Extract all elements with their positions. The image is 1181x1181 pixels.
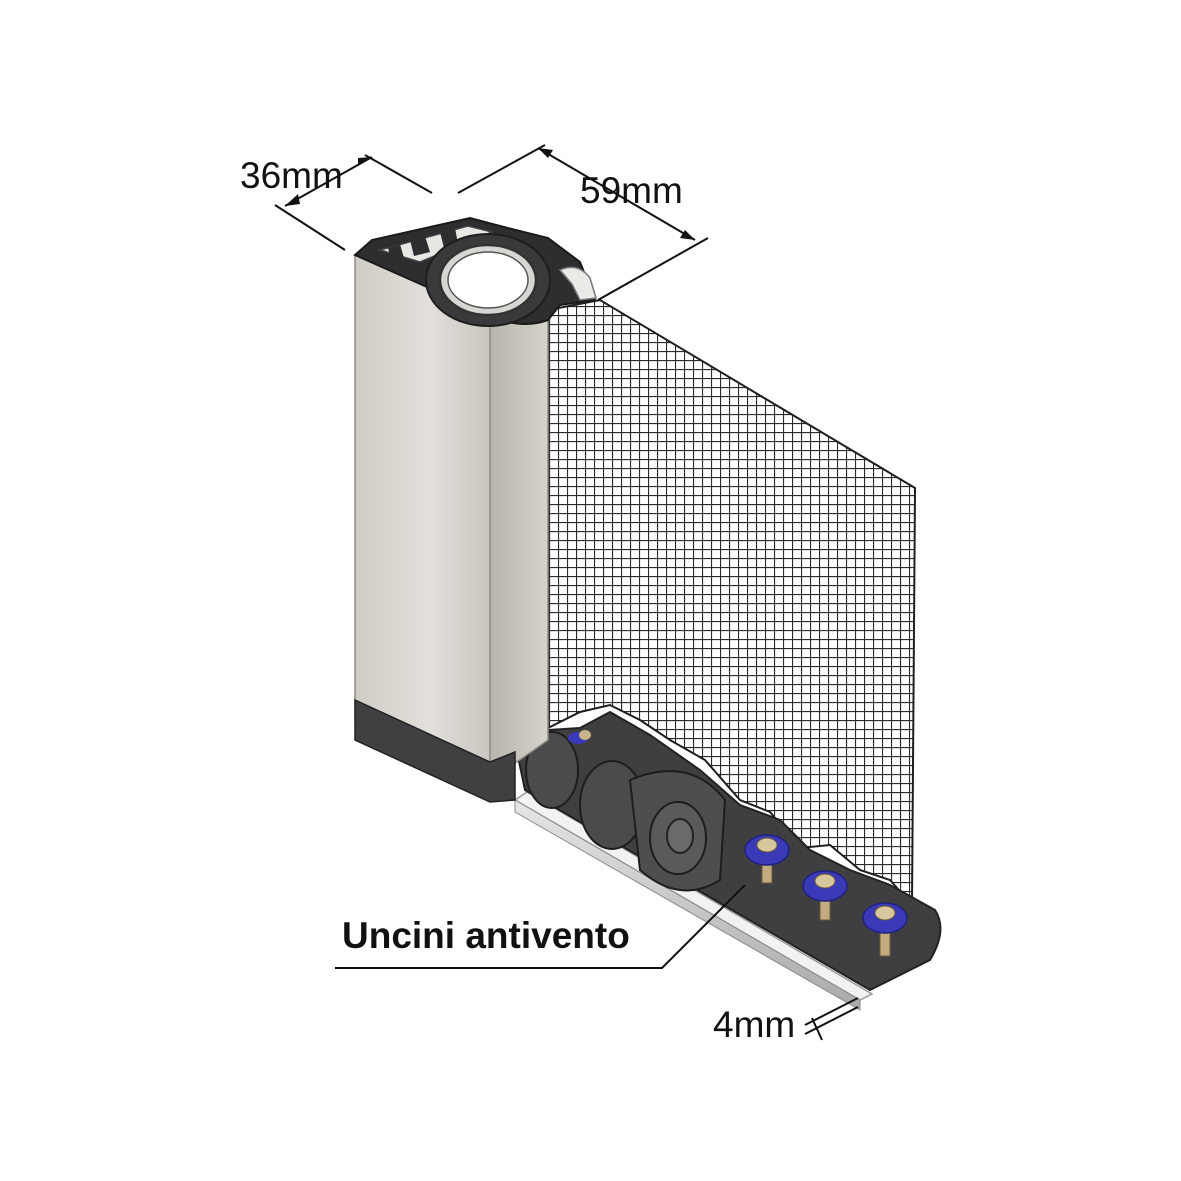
bottom-guide — [510, 710, 942, 992]
side-profile — [353, 216, 597, 803]
wind-hooks-label: Uncini antivento — [342, 915, 630, 956]
dimension-depth: 59mm — [457, 144, 709, 301]
wind-hooks — [568, 730, 908, 957]
width-label: 36mm — [240, 155, 343, 196]
wind-hook — [862, 902, 908, 957]
end-cap — [354, 698, 516, 803]
dimension-width: 36mm — [240, 154, 433, 251]
wind-hook — [568, 730, 591, 744]
chain-link — [525, 731, 579, 809]
bolt-head — [666, 818, 694, 854]
dimension-thickness: 4mm — [713, 997, 859, 1045]
wind-hook — [802, 870, 848, 921]
mesh-panel — [547, 298, 917, 908]
wind-hook — [744, 834, 790, 884]
depth-label: 59mm — [580, 170, 683, 211]
thickness-label: 4mm — [713, 1004, 795, 1045]
callout-wind-hooks: Uncini antivento — [335, 884, 746, 969]
